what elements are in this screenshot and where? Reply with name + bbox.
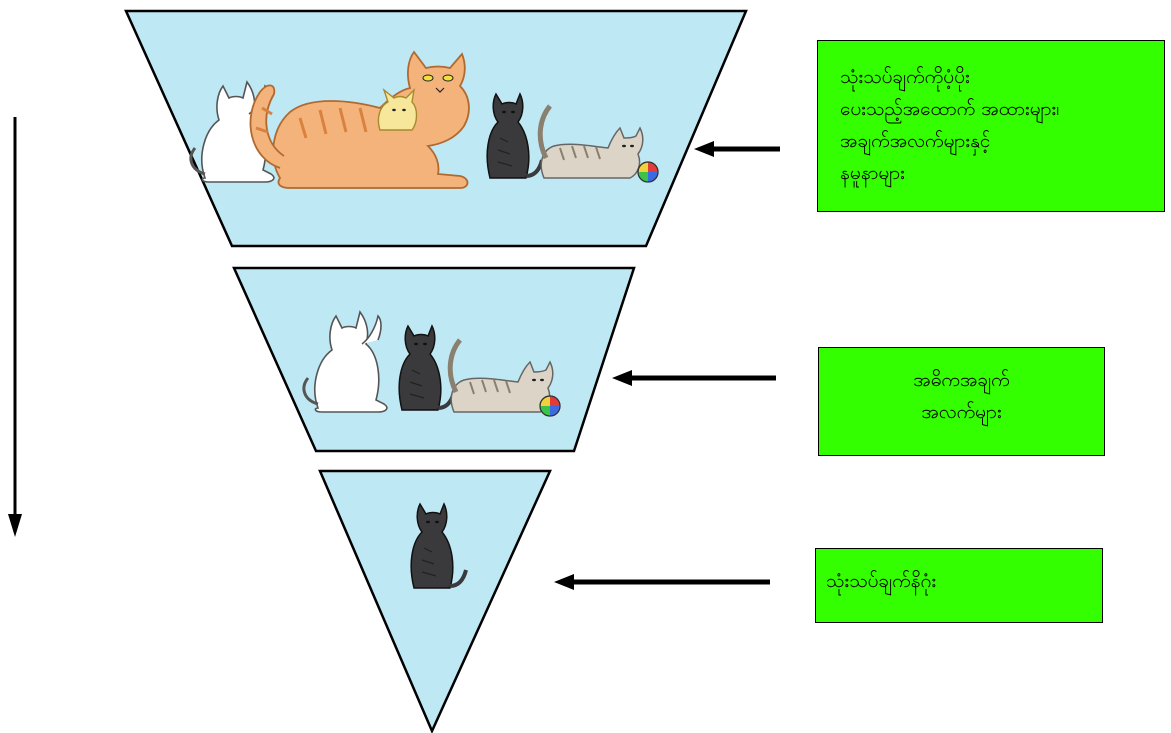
ball-icon <box>539 395 561 417</box>
top-tier <box>124 9 748 248</box>
label-line: အချက်အလက်များနှင့် <box>840 130 991 152</box>
label-line: နမူနာများ <box>840 162 905 184</box>
label-box-key-points: အဓိကအချက် အလက်များ <box>818 347 1105 456</box>
label-arrow-2 <box>612 370 776 386</box>
label-arrow-3 <box>554 574 770 590</box>
label-line: သုံးသပ်ချက်နိဂုံး <box>826 570 937 592</box>
middle-tier <box>232 266 636 453</box>
bottom-tier <box>318 469 552 733</box>
label-line: အဓိကအချက် <box>913 369 1010 391</box>
label-line: သုံးသပ်ချက်ကိုပံ့ပိုး <box>840 66 970 88</box>
label-box-conclusion: သုံးသပ်ချက်နိဂုံး <box>815 548 1103 623</box>
label-arrow-1 <box>694 141 780 157</box>
label-box-evidence: သုံးသပ်ချက်ကိုပံ့ပိုး ပေးသည့်အထောက် အထား… <box>817 40 1165 212</box>
label-line: ပေးသည့်အထောက် အထားများ၊ <box>840 98 1060 120</box>
label-line: အလက်များ <box>921 401 1002 423</box>
ball-icon <box>637 161 659 183</box>
down-arrow <box>8 117 22 537</box>
